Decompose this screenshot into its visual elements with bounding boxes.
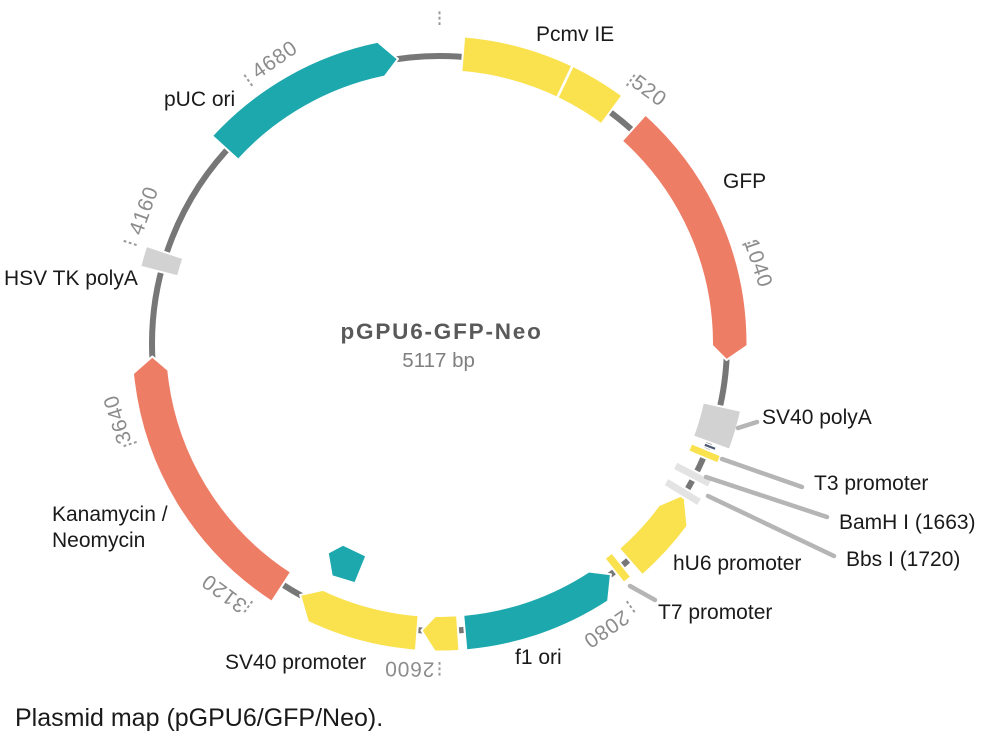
svg-text:Pcmv IE: Pcmv IE [536, 23, 614, 46]
svg-text:hU6 promoter: hU6 promoter [673, 552, 801, 575]
svg-text:f1 ori: f1 ori [515, 646, 562, 669]
svg-text:pUC ori: pUC ori [164, 88, 235, 111]
svg-text:5117 bp: 5117 bp [402, 349, 475, 372]
svg-text:SV40 promoter: SV40 promoter [225, 651, 366, 674]
svg-text:Neomycin: Neomycin [52, 529, 145, 552]
svg-text:SV40 polyA: SV40 polyA [762, 406, 872, 429]
svg-text:Bbs I (1720): Bbs I (1720) [846, 548, 960, 571]
svg-text:pGPU6-GFP-Neo: pGPU6-GFP-Neo [341, 319, 543, 344]
svg-text:Kanamycin /: Kanamycin / [52, 503, 168, 526]
svg-text:T3 promoter: T3 promoter [814, 472, 928, 495]
svg-text:Plasmid map (pGPU6/GFP/Neo).: Plasmid map (pGPU6/GFP/Neo). [15, 704, 383, 732]
svg-text:GFP: GFP [723, 170, 766, 193]
svg-text:HSV TK polyA: HSV TK polyA [4, 267, 138, 290]
svg-text:2600: 2600 [384, 657, 434, 681]
svg-text:T7 promoter: T7 promoter [658, 601, 772, 624]
svg-text:BamH I (1663): BamH I (1663) [839, 511, 976, 534]
